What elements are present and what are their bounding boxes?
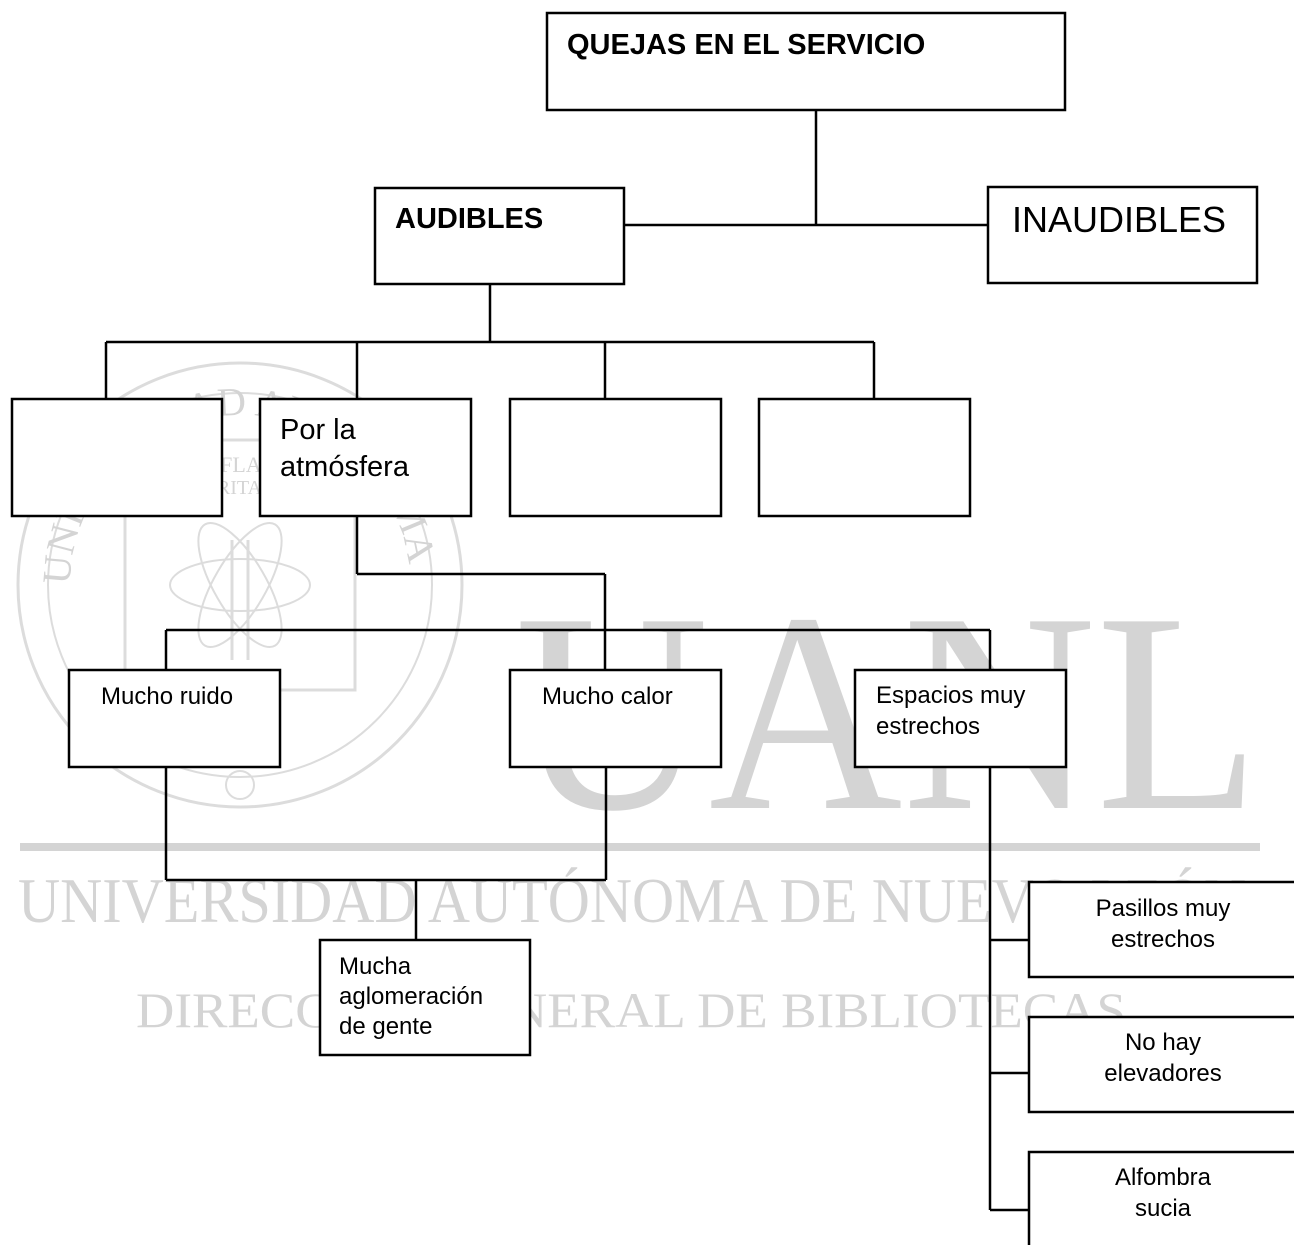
node-label-line1: Espacios muy (876, 682, 1025, 709)
node-level2-empty-1 (10, 397, 224, 518)
node-label-line3: de gente (339, 1013, 432, 1040)
node-label-line1: Por la (280, 414, 357, 446)
node-label-line2: estrechos (1111, 926, 1215, 953)
node-mucho-ruido: Mucho ruido (67, 668, 282, 769)
node-label-line2: sucia (1135, 1195, 1192, 1222)
node-alfombra-sucia: Alfombra sucia (1027, 1150, 1294, 1245)
node-label: INAUDIBLES (1012, 199, 1226, 240)
node-label-line1: Pasillos muy (1096, 895, 1231, 922)
watermark-rule (20, 843, 1260, 851)
node-label-line1: Alfombra (1115, 1164, 1212, 1191)
node-quejas-en-el-servicio: QUEJAS EN EL SERVICIO (545, 11, 1067, 112)
node-label: Mucho ruido (101, 683, 233, 710)
node-label: Mucho calor (542, 683, 673, 710)
node-level2-empty-3 (508, 397, 723, 518)
node-espacios-muy-estrechos: Espacios muy estrechos (853, 668, 1068, 769)
node-mucha-aglomeracion: Mucha aglomeración de gente (318, 938, 532, 1057)
node-audibles: AUDIBLES (373, 186, 626, 286)
node-label: QUEJAS EN EL SERVICIO (567, 29, 925, 61)
node-label-line2: elevadores (1104, 1060, 1221, 1087)
node-label-line2: atmósfera (280, 451, 410, 483)
node-label-line1: Mucha (339, 953, 412, 980)
node-label-line2: aglomeración (339, 983, 483, 1010)
node-no-hay-elevadores: No hay elevadores (1027, 1015, 1294, 1114)
node-label-line1: No hay (1125, 1029, 1201, 1056)
node-label-line2: estrechos (876, 713, 980, 740)
node-level2-empty-4 (757, 397, 972, 518)
node-mucho-calor: Mucho calor (508, 668, 723, 769)
node-pasillos-muy-estrechos: Pasillos muy estrechos (1027, 880, 1294, 979)
watermark-direccion: DIRECCIÓN GENERAL DE BIBLIOTECAS (136, 982, 1126, 1038)
node-label: AUDIBLES (395, 203, 543, 235)
node-inaudibles: INAUDIBLES (986, 185, 1259, 285)
connectors (104, 110, 1029, 1212)
node-por-la-atmosfera: Por la atmósfera (258, 397, 473, 518)
